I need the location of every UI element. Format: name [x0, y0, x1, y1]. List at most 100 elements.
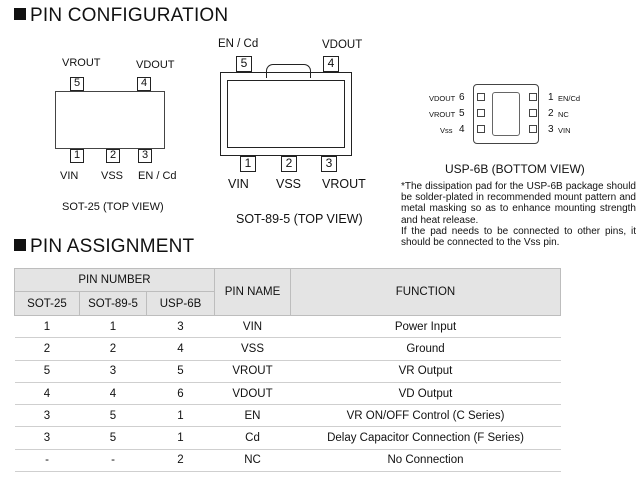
- usp6b-body: [473, 84, 539, 144]
- table-row: 4 4 6 VDOUT VD Output: [14, 382, 561, 406]
- cell-sot89: 3: [79, 360, 147, 383]
- sot25-label-vdout: VDOUT: [136, 59, 175, 71]
- sot89-label-vdout: VDOUT: [322, 39, 363, 51]
- usp6b-thermal-pad: [492, 92, 520, 136]
- cell-sot89: 5: [79, 426, 147, 450]
- table-row: 5 3 5 VROUT VR Output: [14, 360, 561, 383]
- pin-assignment-heading: PIN ASSIGNMENT: [14, 236, 194, 258]
- usp6b-label-en-cd: EN/Cd: [558, 94, 581, 103]
- cell-usp6b: 3: [146, 314, 215, 339]
- pin-name-header: PIN NAME: [214, 268, 291, 316]
- cell-sot89: 1: [79, 314, 147, 339]
- sot25-label-vrout: VROUT: [62, 57, 101, 69]
- sot89-pin-2: 2: [281, 156, 297, 172]
- usp6b-pad-5: [477, 109, 485, 117]
- cell-usp6b: 5: [146, 360, 215, 383]
- cell-usp6b: 6: [146, 382, 215, 406]
- sot89-pin-3: 3: [321, 156, 337, 172]
- sot25-label-vss: VSS: [101, 170, 124, 182]
- usp6b-num-3: 3: [548, 124, 554, 135]
- sot25-label-vin: VIN: [60, 170, 79, 182]
- sot89-body: [220, 72, 352, 156]
- pin-configuration-title: PIN CONFIGURATION: [30, 5, 229, 26]
- cell-sot25: 2: [14, 337, 80, 361]
- sot89-pin-4: 4: [323, 56, 339, 72]
- sot25-body: [55, 91, 165, 149]
- cell-sot25: -: [14, 449, 80, 473]
- usp6b-num-1: 1: [548, 92, 554, 103]
- sot25-pin-2: 2: [106, 149, 120, 163]
- cell-function: Power Input: [290, 314, 561, 339]
- sot89-pin-5: 5: [236, 56, 252, 72]
- cell-sot89: -: [79, 449, 147, 473]
- usp6b-num-5: 5: [459, 108, 465, 119]
- cell-function: VD Output: [290, 382, 561, 406]
- sot89-pin-1: 1: [240, 156, 256, 172]
- cell-sot89: 4: [79, 382, 147, 406]
- cell-pin-name: VSS: [214, 337, 291, 361]
- cell-sot89: 5: [79, 404, 147, 428]
- pin-number-group-header: PIN NUMBER: [14, 268, 215, 292]
- sot25-pin-5: 5: [70, 77, 84, 91]
- usp6b-caption: USP-6B (BOTTOM VIEW): [445, 162, 585, 176]
- cell-function: VR ON/OFF Control (C Series): [290, 404, 561, 428]
- usp6b-pad-1: [529, 93, 537, 101]
- usp6b-label-vrout: VROUT: [429, 110, 456, 119]
- sot89-label-vss: VSS: [276, 177, 302, 191]
- col-header-usp6b: USP-6B: [146, 291, 215, 316]
- usp6b-num-2: 2: [548, 108, 554, 119]
- usp6b-note-paragraph-2: If the pad needs to be connected to othe…: [401, 225, 636, 249]
- table-row: 3 5 1 EN VR ON/OFF Control (C Series): [14, 404, 561, 428]
- function-header: FUNCTION: [290, 268, 561, 316]
- cell-function: No Connection: [290, 449, 561, 473]
- usp6b-pad-4: [477, 125, 485, 133]
- cell-sot25: 1: [14, 314, 80, 339]
- usp6b-num-6: 6: [459, 92, 465, 103]
- sot25-label-en-cd: EN / Cd: [138, 170, 177, 182]
- table-row: 1 1 3 VIN Power Input: [14, 314, 561, 339]
- table-row: 3 5 1 Cd Delay Capacitor Connection (F S…: [14, 426, 561, 450]
- cell-function: VR Output: [290, 360, 561, 383]
- col-header-sot89: SOT-89-5: [79, 291, 147, 316]
- cell-sot89: 2: [79, 337, 147, 361]
- usp6b-label-vss: Vss: [440, 126, 453, 135]
- cell-function: Ground: [290, 337, 561, 361]
- usp6b-note-paragraph-1: *The dissipation pad for the USP-6B pack…: [401, 181, 636, 226]
- sot25-pin-4: 4: [137, 77, 151, 91]
- usp6b-pad-2: [529, 109, 537, 117]
- table-row: - - 2 NC No Connection: [14, 449, 561, 473]
- usp6b-label-nc: NC: [558, 110, 569, 119]
- sot25-pin-3: 3: [138, 149, 152, 163]
- sot89-caption: SOT-89-5 (TOP VIEW): [236, 212, 363, 226]
- pin-configuration-heading: PIN CONFIGURATION: [14, 5, 228, 27]
- cell-pin-name: EN: [214, 404, 291, 428]
- sot89-label-vin: VIN: [228, 177, 249, 191]
- table-row: 2 2 4 VSS Ground: [14, 337, 561, 361]
- cell-usp6b: 1: [146, 404, 215, 428]
- pin-assignment-title: PIN ASSIGNMENT: [30, 236, 195, 257]
- usp6b-label-vdout: VDOUT: [429, 94, 456, 103]
- cell-pin-name: Cd: [214, 426, 291, 450]
- pin-assignment-table: PIN NUMBER PIN NAME FUNCTION SOT-25 SOT-…: [14, 268, 561, 473]
- col-header-sot25: SOT-25: [14, 291, 80, 316]
- cell-sot25: 3: [14, 426, 80, 450]
- usp6b-pad-3: [529, 125, 537, 133]
- heading-square-icon: [14, 239, 26, 251]
- cell-usp6b: 1: [146, 426, 215, 450]
- sot89-tab: [266, 64, 311, 78]
- sot89-label-vrout: VROUT: [322, 177, 366, 191]
- usp6b-pad-6: [477, 93, 485, 101]
- cell-pin-name: VDOUT: [214, 382, 291, 406]
- cell-pin-name: VIN: [214, 314, 291, 339]
- cell-usp6b: 4: [146, 337, 215, 361]
- usp6b-label-vin: VIN: [558, 126, 571, 135]
- usp6b-note: *The dissipation pad for the USP-6B pack…: [401, 181, 636, 248]
- cell-sot25: 5: [14, 360, 80, 383]
- sot89-inner-body: [227, 80, 345, 148]
- cell-sot25: 4: [14, 382, 80, 406]
- usp6b-num-4: 4: [459, 124, 465, 135]
- sot89-label-en-cd: EN / Cd: [218, 38, 259, 50]
- cell-sot25: 3: [14, 404, 80, 428]
- heading-square-icon: [14, 8, 26, 20]
- cell-pin-name: NC: [214, 449, 291, 473]
